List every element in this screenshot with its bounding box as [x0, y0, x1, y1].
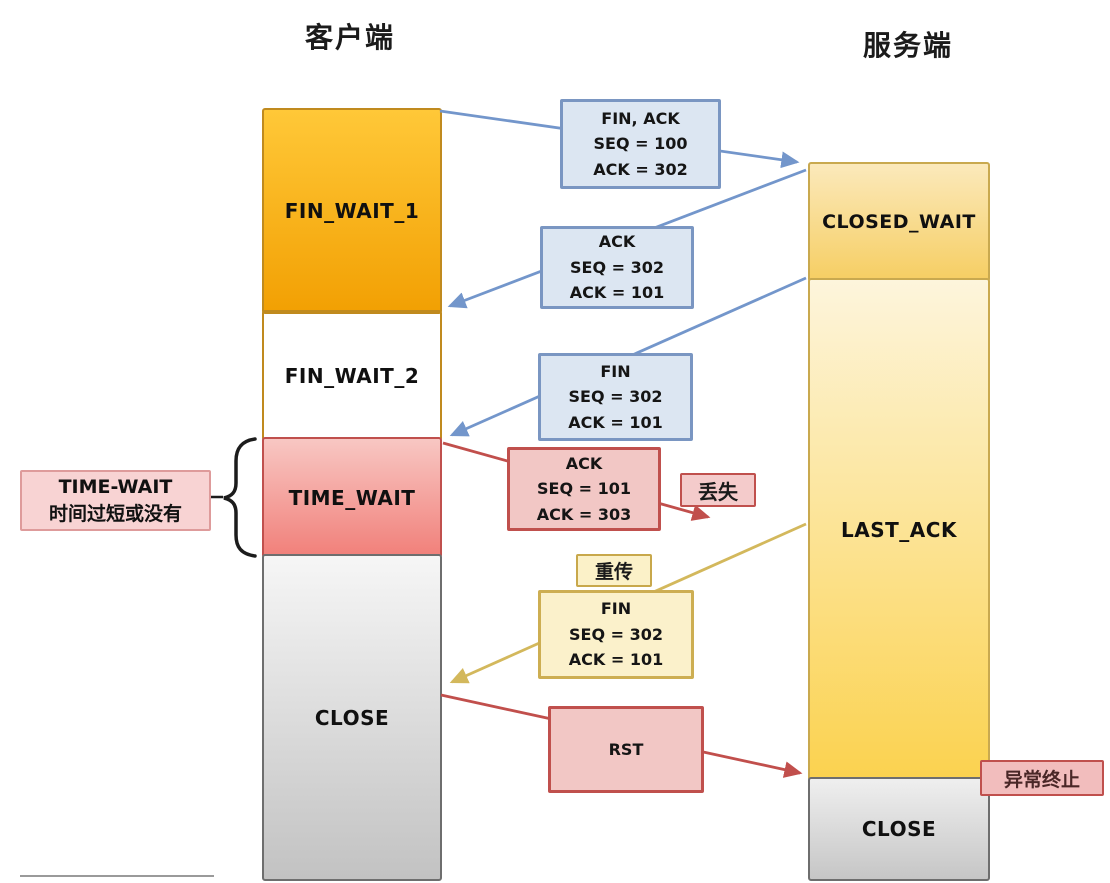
client-state-close: CLOSE — [262, 554, 442, 881]
server-state-close: CLOSE — [808, 777, 990, 881]
server-state-closed-wait: CLOSED_WAIT — [808, 162, 990, 282]
state-label: CLOSE — [861, 817, 937, 841]
server-state-last-ack: LAST_ACK — [808, 278, 990, 781]
state-label: TIME_WAIT — [288, 485, 416, 510]
state-label: CLOSE — [314, 705, 390, 730]
client-state-fin-wait-1: FIN_WAIT_1 — [262, 108, 442, 314]
server-title: 服务端 — [862, 29, 953, 62]
state-label: LAST_ACK — [841, 517, 957, 542]
client-state-fin-wait-2: FIN_WAIT_2 — [262, 310, 442, 441]
client-state-time-wait: TIME_WAIT — [262, 437, 442, 558]
client-title: 客户端 — [304, 21, 395, 54]
state-label: FIN_WAIT_1 — [284, 199, 420, 223]
state-label: FIN_WAIT_2 — [284, 363, 420, 388]
state-label: CLOSED_WAIT — [822, 211, 976, 233]
